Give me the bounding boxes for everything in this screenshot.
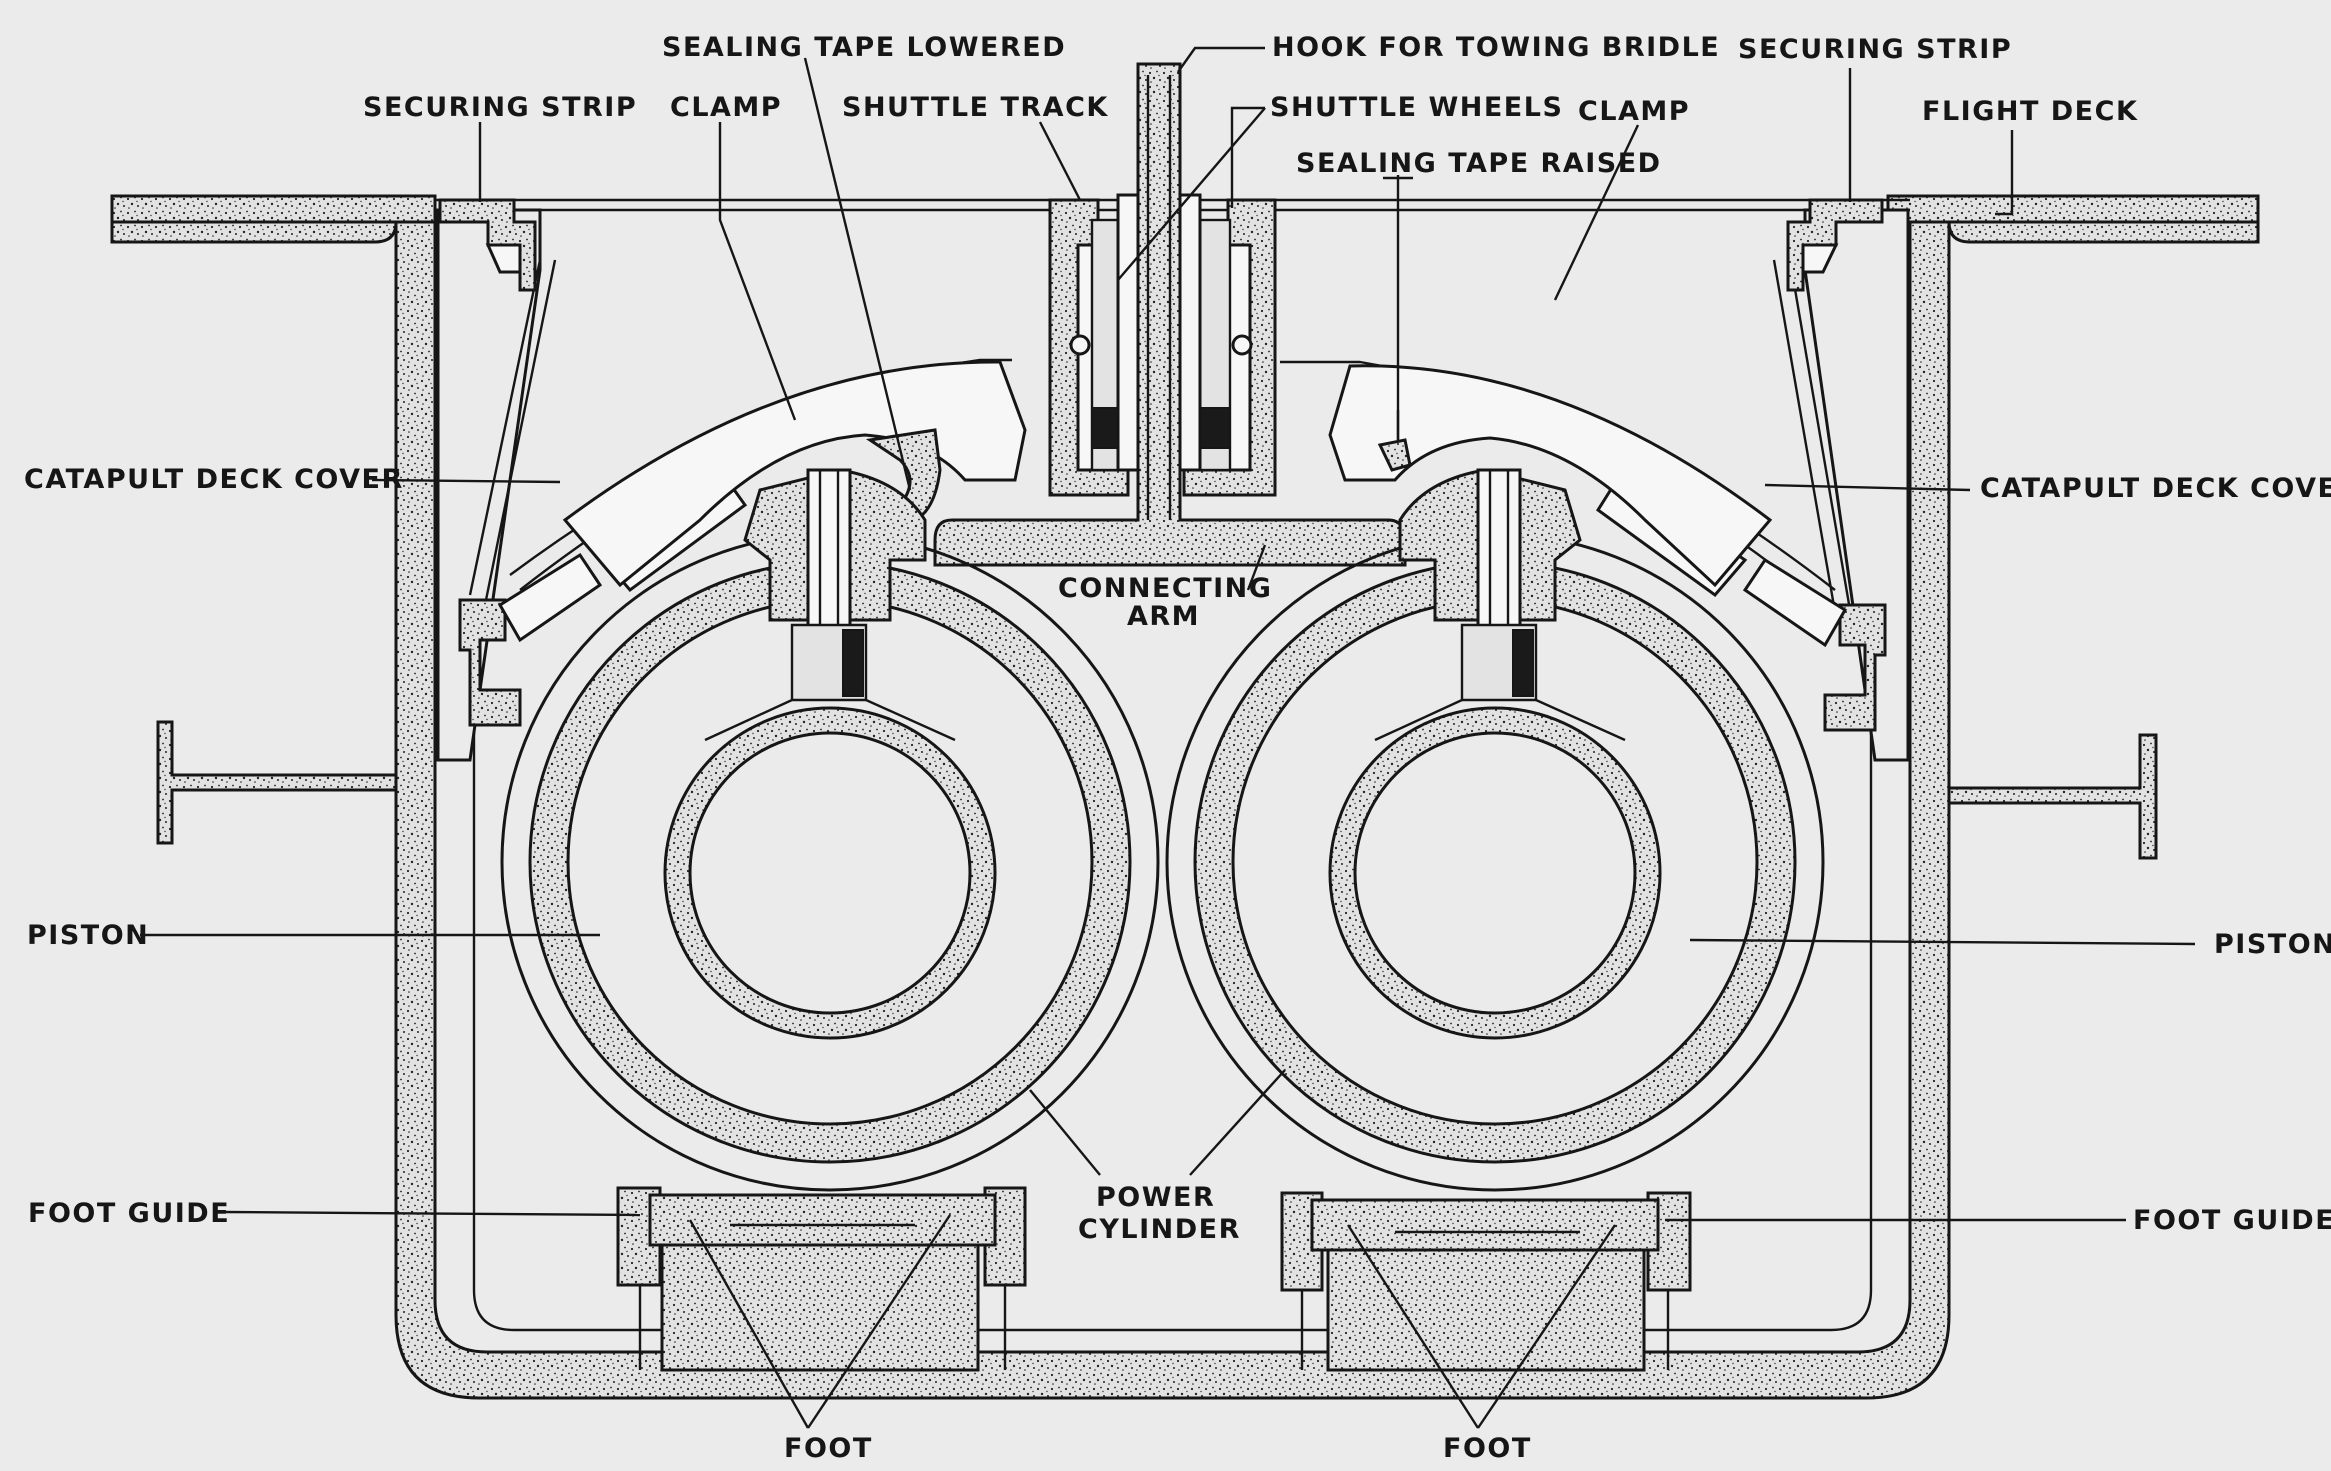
label-foot-guide-left: FOOT GUIDE: [28, 1198, 230, 1229]
label-piston-left: PISTON: [27, 920, 149, 951]
label-shuttle-track: SHUTTLE TRACK: [842, 92, 1109, 123]
label-flight-deck: FLIGHT DECK: [1922, 96, 2138, 127]
foot-assembly-right: [1280, 1191, 1692, 1372]
piston-left-shape: [663, 468, 997, 1040]
clamp-left-shape: [562, 360, 1027, 588]
label-foot-right: FOOT: [1443, 1433, 1532, 1464]
label-sealing-tape-raised: SEALING TAPE RAISED: [1296, 148, 1662, 179]
towing-hook-and-connecting-arm: [933, 62, 1407, 567]
label-sealing-tape-lowered: SEALING TAPE LOWERED: [662, 32, 1066, 63]
side-tee-bar-right: [1947, 733, 2158, 860]
label-connecting-arm-2: ARM: [1127, 601, 1200, 632]
label-shuttle-wheels: SHUTTLE WHEELS: [1270, 92, 1563, 123]
side-tee-bar-left: [156, 720, 398, 845]
label-power-cylinder-2: CYLINDER: [1078, 1214, 1241, 1245]
label-clamp-left: CLAMP: [670, 92, 782, 123]
label-catapult-deck-cover-left: CATAPULT DECK COVER: [24, 464, 404, 495]
foot-assembly-left: [616, 1186, 1027, 1372]
label-securing-strip-right: SECURING STRIP: [1738, 34, 2012, 65]
label-foot-left: FOOT: [784, 1433, 873, 1464]
trough-walls: [110, 198, 2260, 1400]
securing-strip-left-shape: [438, 198, 537, 292]
label-clamp-right: CLAMP: [1578, 96, 1690, 127]
label-catapult-deck-cover-right: CATAPULT DECK COVER: [1980, 473, 2331, 504]
label-securing-strip-left: SECURING STRIP: [363, 92, 637, 123]
piston-right-shape: [1328, 468, 1662, 1040]
labels: SEALING TAPE LOWERED HOOK FOR TOWING BRI…: [24, 32, 2331, 1464]
securing-strip-right-shape: [1786, 198, 1884, 292]
label-hook-for-towing-bridle: HOOK FOR TOWING BRIDLE: [1272, 32, 1720, 63]
clamp-right-shape: [1328, 364, 1773, 588]
label-connecting-arm-1: CONNECTING: [1058, 573, 1272, 604]
label-foot-guide-right: FOOT GUIDE: [2133, 1205, 2331, 1236]
label-power-cylinder-1: POWER: [1096, 1182, 1215, 1213]
leader-lines: [140, 46, 2196, 1429]
label-piston-right: PISTON: [2214, 929, 2331, 960]
